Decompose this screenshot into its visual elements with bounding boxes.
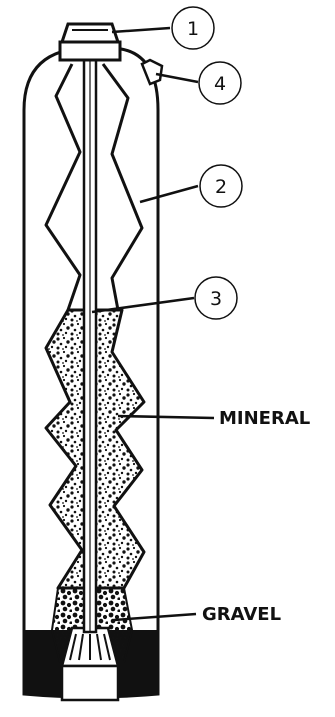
svg-text:1: 1 <box>187 18 199 40</box>
tank-cap <box>60 24 120 60</box>
svg-text:2: 2 <box>215 176 227 198</box>
svg-text:3: 3 <box>210 288 222 310</box>
riser-tube <box>84 58 96 632</box>
gravel-label: GRAVEL <box>202 604 281 625</box>
callout-4: 4 <box>199 62 241 104</box>
mineral-label: MINERAL <box>219 408 310 429</box>
callout-3: 3 <box>195 277 237 319</box>
svg-text:4: 4 <box>214 73 226 95</box>
base-plate <box>62 666 118 700</box>
callout-2: 2 <box>200 165 242 207</box>
callout-1: 1 <box>172 7 214 49</box>
